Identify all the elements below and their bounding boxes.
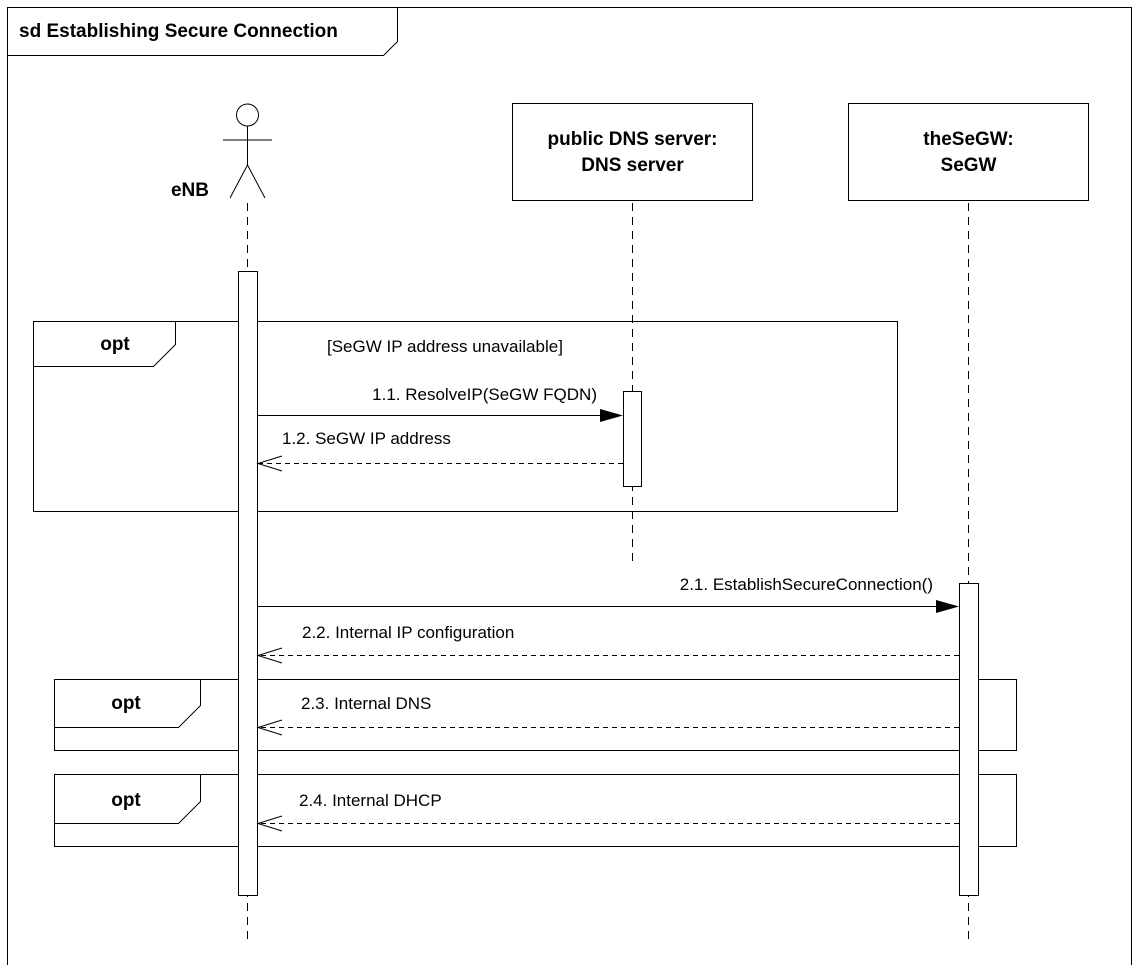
- message-1-1-label: 1.1. ResolveIP(SeGW FQDN): [372, 385, 597, 404]
- actor-enb-label: eNB: [171, 180, 209, 201]
- opt-fragment-1-guard: [SeGW IP address unavailable]: [327, 337, 563, 356]
- stick-figure-icon: [223, 103, 272, 199]
- message-2-1: 2.1. EstablishSecureConnection(): [258, 575, 959, 613]
- participant-segw-line1: theSeGW:: [923, 129, 1013, 150]
- message-1-2: 1.2. SeGW IP address: [256, 429, 623, 472]
- opt-fragment-3-operator: opt: [111, 790, 141, 811]
- participant-segw-line2: SeGW: [941, 155, 997, 176]
- participant-dns-line1: public DNS server:: [548, 129, 718, 150]
- frame-title: sd Establishing Secure Connection: [19, 21, 338, 42]
- opt-fragment-3: opt: [54, 774, 1017, 847]
- diagram-frame: sd Establishing Secure Connection: [7, 7, 1132, 965]
- activation-bar-dns: [623, 391, 642, 487]
- participant-segw: theSeGW: SeGW: [848, 103, 1089, 201]
- arrowhead-open-icon: [256, 815, 283, 832]
- arrowhead-open-icon: [256, 455, 283, 472]
- arrowhead-open-icon: [256, 647, 283, 664]
- message-2-1-label: 2.1. EstablishSecureConnection(): [680, 575, 933, 594]
- message-1-1: 1.1. ResolveIP(SeGW FQDN): [258, 385, 623, 422]
- message-2-4-label: 2.4. Internal DHCP: [299, 791, 442, 810]
- participant-dns-server: public DNS server: DNS server: [512, 103, 753, 201]
- activation-bar-segw: [959, 583, 979, 896]
- arrowhead-open-icon: [256, 719, 283, 736]
- activation-bar-enb: [238, 271, 258, 896]
- opt-fragment-1: opt [SeGW IP address unavailable]: [33, 321, 898, 512]
- message-2-3-label: 2.3. Internal DNS: [301, 694, 431, 713]
- message-2-3: 2.3. Internal DNS: [256, 694, 959, 736]
- message-2-2: 2.2. Internal IP configuration: [256, 623, 959, 664]
- opt-fragment-2: opt: [54, 679, 1017, 751]
- opt-fragment-2-operator: opt: [111, 693, 141, 714]
- message-2-4: 2.4. Internal DHCP: [256, 791, 959, 832]
- arrowhead-filled-icon: [600, 409, 623, 422]
- arrowhead-filled-icon: [936, 600, 959, 613]
- message-1-2-label: 1.2. SeGW IP address: [282, 429, 451, 448]
- actor-enb: eNB: [171, 103, 272, 201]
- participant-dns-line2: DNS server: [581, 155, 684, 176]
- opt-fragment-1-operator: opt: [100, 334, 130, 355]
- message-2-2-label: 2.2. Internal IP configuration: [302, 623, 514, 642]
